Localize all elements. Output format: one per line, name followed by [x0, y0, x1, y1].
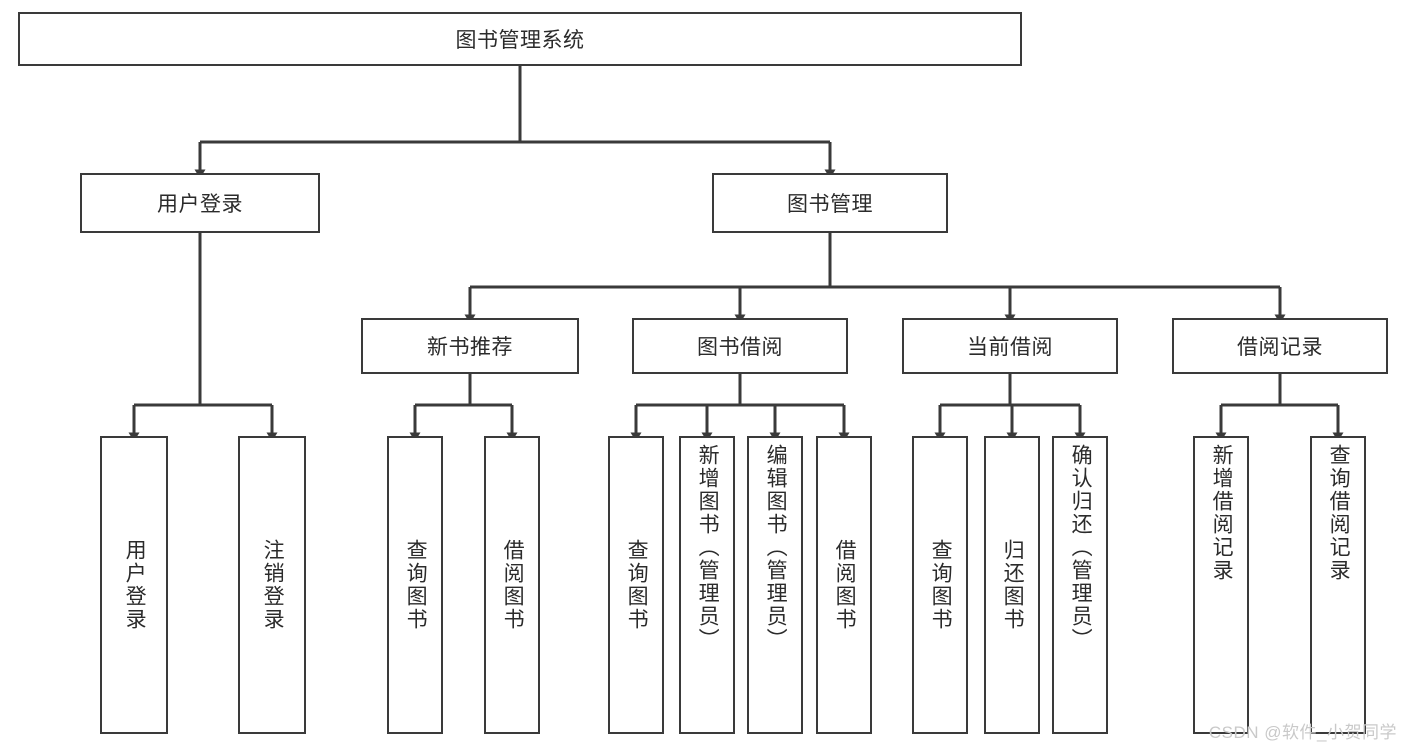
- node-label: 图书借阅: [697, 336, 783, 359]
- node-l3-8: 借阅图书: [816, 436, 872, 734]
- node-label: 借阅图书: [501, 539, 525, 631]
- node-l3-6: 新增图书（管理员）: [679, 436, 735, 734]
- node-label: 归还图书: [1001, 539, 1025, 631]
- node-l3-7: 编辑图书（管理员）: [747, 436, 803, 734]
- node-root: 图书管理系统: [18, 12, 1022, 66]
- node-l3-12: 新增借阅记录: [1193, 436, 1249, 734]
- node-label: 新书推荐: [427, 336, 513, 359]
- node-label: 用户登录: [157, 193, 243, 216]
- node-label: 用户登录: [123, 539, 147, 631]
- node-label: 图书管理: [787, 193, 873, 216]
- node-bookmgmt: 图书管理: [712, 173, 948, 233]
- node-l3-9: 查询图书: [912, 436, 968, 734]
- node-label: 查询借阅记录: [1327, 444, 1351, 582]
- node-label: 借阅记录: [1237, 336, 1323, 359]
- node-label: 查询图书: [625, 539, 649, 631]
- node-borrow: 图书借阅: [632, 318, 848, 374]
- node-l3-11: 确认归还（管理员）: [1052, 436, 1108, 734]
- node-l3-4: 借阅图书: [484, 436, 540, 734]
- node-newrec: 新书推荐: [361, 318, 579, 374]
- node-login: 用户登录: [80, 173, 320, 233]
- node-label: 查询图书: [404, 539, 428, 631]
- node-l3-1: 用户登录: [100, 436, 168, 734]
- node-l3-10: 归还图书: [984, 436, 1040, 734]
- node-l3-13: 查询借阅记录: [1310, 436, 1366, 734]
- node-l3-3: 查询图书: [387, 436, 443, 734]
- node-current: 当前借阅: [902, 318, 1118, 374]
- node-l3-2: 注销登录: [238, 436, 306, 734]
- node-records: 借阅记录: [1172, 318, 1388, 374]
- node-label: 确认归还（管理员）: [1069, 444, 1093, 651]
- watermark-text: CSDN @软件_小贺同学: [1208, 723, 1397, 742]
- node-label: 查询图书: [929, 539, 953, 631]
- node-label: 新增图书（管理员）: [696, 444, 720, 651]
- node-l3-5: 查询图书: [608, 436, 664, 734]
- node-label: 图书管理系统: [455, 29, 585, 52]
- node-label: 注销登录: [261, 539, 285, 631]
- node-label: 编辑图书（管理员）: [764, 444, 788, 651]
- node-label: 当前借阅: [967, 336, 1053, 359]
- node-label: 新增借阅记录: [1210, 444, 1234, 582]
- node-label: 借阅图书: [833, 539, 857, 631]
